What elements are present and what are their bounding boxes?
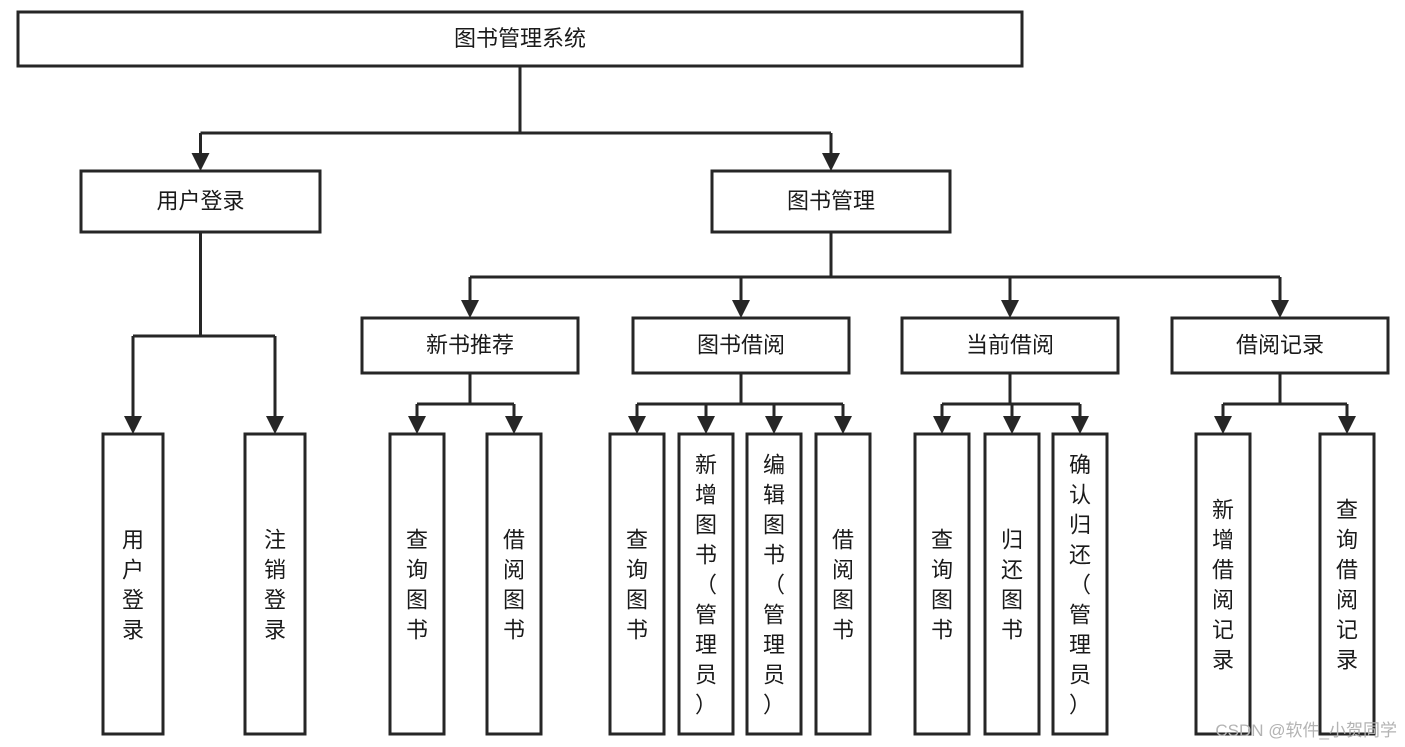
node-borrow-book[interactable]: 借阅图书 [814, 432, 872, 736]
csdn-watermark: CSDN @软件_小贺同学 [1215, 721, 1397, 740]
node-logout-user[interactable]: 注销登录 [243, 432, 307, 736]
node-box [101, 432, 165, 736]
node-label: 查询图书 [931, 527, 953, 642]
arrow-head-icon [1338, 416, 1356, 434]
node-label: 确认归还（管理员） [1069, 452, 1091, 717]
node-box [710, 169, 952, 234]
node-label: 查询图书 [626, 527, 648, 642]
node-query-borrow-record[interactable]: 查询借阅记录 [1318, 432, 1376, 736]
node-box [745, 432, 803, 736]
arrow-head-icon [124, 416, 142, 434]
arrow-head-icon [191, 153, 210, 171]
arrow-head-icon [933, 416, 951, 434]
node-label: 借阅记录 [1236, 332, 1324, 357]
node-box [388, 432, 446, 736]
node-box [360, 316, 580, 375]
node-label: 新增图书（管理员） [695, 452, 717, 717]
edge-group-current-borrow [933, 373, 1089, 434]
node-label: 图书管理 [787, 188, 875, 213]
node-query-book-borrow[interactable]: 查询图书 [608, 432, 666, 736]
edges-layer [124, 66, 1356, 434]
node-label: 注销登录 [264, 527, 286, 642]
node-edit-book-admin[interactable]: 编辑图书（管理员） [745, 432, 803, 736]
node-query-book-current[interactable]: 查询图书 [913, 432, 971, 736]
edge-group-user-login [124, 232, 284, 434]
node-label: 编辑图书（管理员） [763, 452, 785, 717]
node-return-book[interactable]: 归还图书 [983, 432, 1041, 736]
node-query-book-rec[interactable]: 查询图书 [388, 432, 446, 736]
node-book-manage[interactable]: 图书管理 [710, 169, 952, 234]
node-confirm-return-admin[interactable]: 确认归还（管理员） [1051, 432, 1109, 736]
node-label: 查询图书 [406, 527, 428, 642]
arrow-head-icon [1001, 300, 1019, 318]
node-login-user[interactable]: 用户登录 [101, 432, 165, 736]
arrow-head-icon [461, 300, 479, 318]
node-label: 图书管理系统 [454, 26, 586, 51]
nodes-layer: 图书管理系统用户登录图书管理新书推荐图书借阅当前借阅借阅记录用户登录注销登录查询… [16, 10, 1390, 736]
edge-group-borrow-record [1214, 373, 1356, 434]
node-label: 用户登录 [122, 527, 144, 642]
node-box [1170, 316, 1390, 375]
node-box [79, 169, 322, 234]
node-box [16, 10, 1024, 68]
node-box [814, 432, 872, 736]
node-box [485, 432, 543, 736]
node-box [913, 432, 971, 736]
arrow-head-icon [628, 416, 646, 434]
arrow-head-icon [1271, 300, 1289, 318]
node-label: 借阅图书 [832, 527, 854, 642]
node-book-borrow[interactable]: 图书借阅 [631, 316, 851, 375]
arrow-head-icon [1003, 416, 1021, 434]
arrow-head-icon [765, 416, 783, 434]
node-root[interactable]: 图书管理系统 [16, 10, 1024, 68]
node-label: 图书借阅 [697, 332, 785, 357]
node-box [900, 316, 1120, 375]
node-label: 借阅图书 [503, 527, 525, 642]
node-add-book-admin[interactable]: 新增图书（管理员） [677, 432, 735, 736]
node-label: 查询借阅记录 [1336, 497, 1358, 672]
edge-group-book-manage [461, 232, 1289, 318]
edge-group-book-borrow [628, 373, 852, 434]
arrow-head-icon [1214, 416, 1232, 434]
node-label: 新书推荐 [426, 332, 514, 357]
arrow-head-icon [697, 416, 715, 434]
node-current-borrow[interactable]: 当前借阅 [900, 316, 1120, 375]
node-label: 新增借阅记录 [1212, 497, 1234, 672]
arrow-head-icon [266, 416, 284, 434]
edge-group-root [191, 66, 840, 171]
node-label: 用户登录 [156, 188, 244, 213]
node-add-borrow-record[interactable]: 新增借阅记录 [1194, 432, 1252, 736]
arrow-head-icon [1071, 416, 1089, 434]
node-label: 归还图书 [1001, 527, 1023, 642]
node-box [608, 432, 666, 736]
node-box [1318, 432, 1376, 736]
node-borrow-record[interactable]: 借阅记录 [1170, 316, 1390, 375]
arrow-head-icon [408, 416, 426, 434]
edge-group-new-book-recommend [408, 373, 523, 434]
node-borrow-book-rec[interactable]: 借阅图书 [485, 432, 543, 736]
node-box [1194, 432, 1252, 736]
node-box [677, 432, 735, 736]
node-box [243, 432, 307, 736]
node-user-login[interactable]: 用户登录 [79, 169, 322, 234]
arrow-head-icon [822, 153, 840, 171]
node-box [983, 432, 1041, 736]
node-label: 当前借阅 [966, 332, 1054, 357]
arrow-head-icon [732, 300, 750, 318]
arrow-head-icon [505, 416, 523, 434]
node-box [1051, 432, 1109, 736]
arrow-head-icon [834, 416, 852, 434]
node-new-book-recommend[interactable]: 新书推荐 [360, 316, 580, 375]
node-box [631, 316, 851, 375]
